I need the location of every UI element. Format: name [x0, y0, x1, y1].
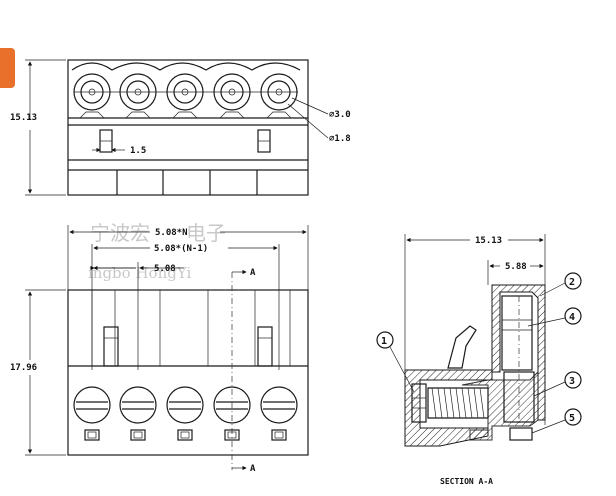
balloon-3: 3: [569, 376, 575, 387]
span-width-label: 5.08*(N-1): [154, 244, 208, 254]
watermark-en: ingbo HongYi: [88, 264, 191, 282]
top-view: 1.5 15.13 ⌀3.0 ⌀1.8: [10, 59, 351, 196]
section-mark-top: A: [250, 268, 256, 278]
overall-width-label: 5.08*N: [155, 228, 188, 238]
callout-inner-diameter: ⌀1.8: [329, 134, 351, 144]
balloon-1: 1: [381, 336, 387, 347]
balloon-2: 2: [569, 277, 575, 288]
balloon-4: 4: [569, 312, 575, 323]
screw-heads: [73, 73, 298, 111]
watermark-cn-2: 电子: [186, 221, 226, 245]
top-height-label: 15.13: [10, 113, 37, 123]
section-view: 15.13 5.88 1 2: [376, 234, 582, 486]
balloons: 1 2 3 4 5: [376, 272, 582, 434]
section-caption: SECTION A-A: [440, 477, 493, 486]
section-inner-label: 5.88: [505, 262, 527, 272]
section-mark-bottom: A: [250, 464, 256, 474]
front-view: 宁波宏 电子 ingbo HongYi 5.08*N 5.08*(N-1) 5.…: [10, 221, 309, 474]
callout-outer-diameter: ⌀3.0: [329, 110, 351, 120]
front-test-windows: [84, 429, 287, 441]
section-width-label: 15.13: [475, 236, 502, 246]
pitch-label: 5.08: [154, 264, 176, 274]
watermark-cn: 宁波宏: [90, 221, 150, 245]
front-screw-holes: [73, 386, 298, 424]
side-tab[interactable]: [0, 48, 15, 88]
balloon-5: 5: [569, 413, 575, 424]
front-height-label: 17.96: [10, 363, 37, 373]
top-pitch-label: 1.5: [130, 146, 146, 156]
